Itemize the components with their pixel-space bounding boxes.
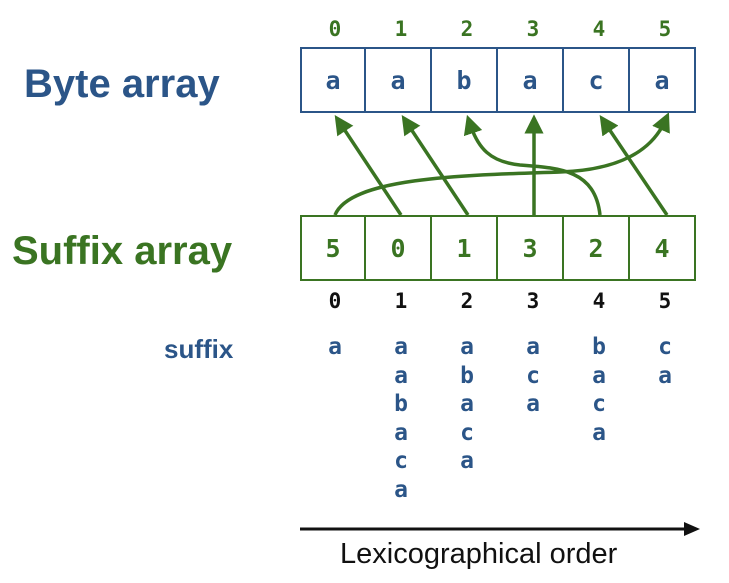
suffix-char: a <box>394 334 408 360</box>
suffix-char: a <box>460 391 474 417</box>
suffix-array-index: 5 <box>658 289 672 313</box>
suffix-char: a <box>394 419 408 446</box>
order-label: Lexicographical order <box>340 538 618 570</box>
suffix-column: c a <box>632 333 698 504</box>
byte-array-index: 1 <box>394 17 408 41</box>
suffix-column: b a c a <box>566 333 632 504</box>
byte-array-cell: a <box>366 47 432 113</box>
suffix-char: c <box>394 448 408 474</box>
arrow-0-to-byte-0 <box>334 114 403 216</box>
arrow-4-to-byte-4 <box>599 115 669 216</box>
arrow-2-to-byte-2 <box>463 114 602 216</box>
byte-array-cell: a <box>498 47 564 113</box>
byte-array-index-row: 0 1 2 3 4 5 <box>302 19 698 40</box>
byte-array-index: 4 <box>592 17 606 41</box>
suffix-char: c <box>592 391 606 417</box>
suffix-array-cell: 3 <box>498 215 564 281</box>
byte-array: a a b a c a <box>300 47 696 113</box>
suffix-char: a <box>592 419 606 446</box>
suffix-array-cell: 4 <box>630 215 696 281</box>
suffix-char: c <box>526 362 540 389</box>
suffix-column: a c a <box>500 333 566 504</box>
suffix-array-cell: 2 <box>564 215 630 281</box>
byte-array-index: 5 <box>658 17 672 41</box>
suffix-columns: a a a b a c a a b a c a a c a b a c a c … <box>302 333 698 504</box>
suffix-array-index: 4 <box>592 289 606 313</box>
suffix-char: c <box>460 419 474 446</box>
suffix-column: a <box>302 333 368 504</box>
suffix-array-index: 0 <box>328 289 342 313</box>
byte-array-cell: b <box>432 47 498 113</box>
suffix-column: a b a c a <box>434 333 500 504</box>
suffix-array-cell: 5 <box>300 215 366 281</box>
suffix-char: a <box>526 334 540 360</box>
suffix-char: c <box>658 334 672 360</box>
arrow-1-to-byte-1 <box>401 114 470 216</box>
order-arrow <box>300 522 700 536</box>
suffix-array: 5 0 1 3 2 4 <box>300 215 696 281</box>
suffix-column: a a b a c a <box>368 333 434 504</box>
byte-array-cell: a <box>630 47 696 113</box>
arrow-5-to-byte-5 <box>333 112 670 216</box>
suffix-array-index: 2 <box>460 289 474 313</box>
byte-array-index: 3 <box>526 17 540 41</box>
suffix-char: a <box>394 362 408 389</box>
suffix-label: suffix <box>164 334 234 364</box>
suffix-char: b <box>394 391 408 417</box>
suffix-char: a <box>658 362 672 389</box>
suffix-char: b <box>592 334 606 360</box>
suffix-char: a <box>328 334 342 360</box>
suffix-array-index-row: 0 1 2 3 4 5 <box>302 291 698 312</box>
byte-array-index: 2 <box>460 17 474 41</box>
byte-array-title: Byte array <box>24 62 220 106</box>
suffix-char: a <box>460 334 474 360</box>
suffix-char: a <box>394 476 408 503</box>
byte-array-cell: c <box>564 47 630 113</box>
suffix-array-index: 3 <box>526 289 540 313</box>
suffix-char: a <box>460 448 474 474</box>
suffix-char: b <box>460 362 474 389</box>
byte-array-cell: a <box>300 47 366 113</box>
suffix-array-cell: 1 <box>432 215 498 281</box>
suffix-char: a <box>592 362 606 389</box>
suffix-array-index: 1 <box>394 289 408 313</box>
suffix-array-title: Suffix array <box>12 229 233 273</box>
suffix-array-cell: 0 <box>366 215 432 281</box>
suffix-char: a <box>526 391 540 417</box>
byte-array-index: 0 <box>328 17 342 41</box>
